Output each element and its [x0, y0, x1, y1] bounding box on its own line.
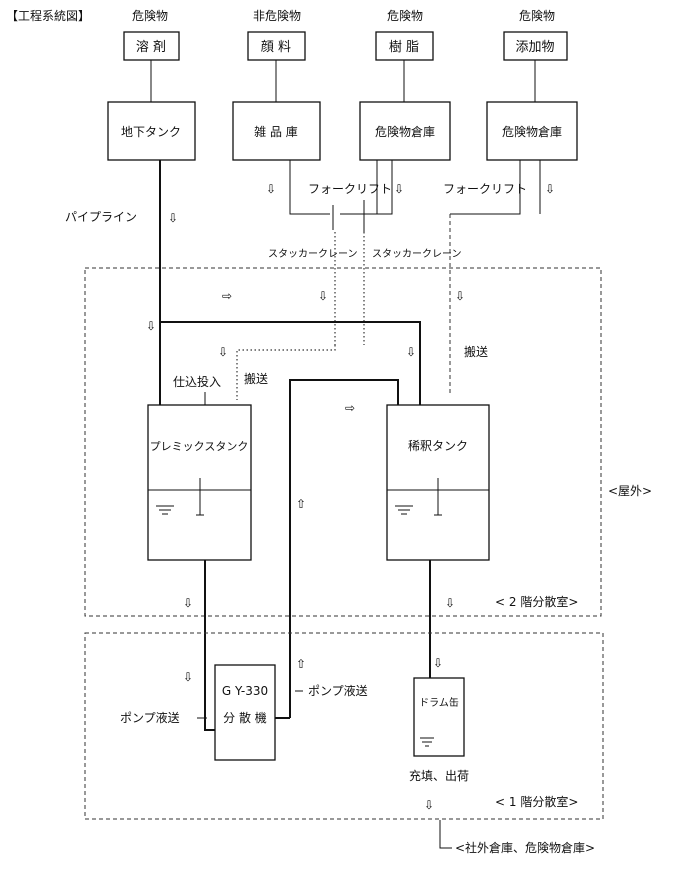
zone-outdoor-label: <屋外> [608, 484, 652, 498]
zone-floor1 [84, 632, 604, 820]
material-category-pigment: 非危険物 [253, 9, 301, 23]
drum-can: ドラム缶 [413, 677, 465, 757]
diagram-title: 【工程系統図】 [6, 8, 90, 23]
storage-label-hazmat-warehouse-1: 危険物倉庫 [375, 124, 435, 139]
flow-down-arrow-10: ⇩ [424, 798, 434, 812]
flow-right-arrow-1: ⇨ [222, 289, 232, 303]
flow-down-arrow-5: ⇩ [406, 345, 416, 359]
forklift-1-label: フォークリフト [308, 182, 392, 196]
flow-down-arrow-1: ⇩ [318, 289, 328, 303]
disperser-label-type: 分 散 機 [223, 710, 267, 725]
material-box-solvent: 溶 剤 [123, 31, 180, 61]
material-name-solvent: 溶 剤 [136, 39, 166, 55]
disperser-label-model: G Y-330 [222, 684, 268, 698]
material-name-resin: 樹 脂 [389, 40, 419, 55]
flow-down-arrow-9: ⇩ [183, 670, 193, 684]
storage-hazmat-warehouse-2: 危険物倉庫 [486, 101, 578, 161]
stacker-crane-2-label: スタッカークレーン [372, 248, 462, 260]
pump-label-right: ポンプ液送 [308, 683, 368, 698]
pipeline-label: パイプライン [65, 210, 137, 224]
flow-down-arrow-6: ⇩ [183, 596, 193, 610]
forklift-1-arrow-right: ⇩ [394, 182, 404, 196]
route-hazmat-1-right [360, 160, 393, 215]
material-name-additive: 添加物 [515, 40, 554, 55]
material-box-resin: 樹 脂 [375, 31, 434, 61]
fill-ship-label: 充填、出荷 [409, 768, 469, 783]
storage-label-underground-tank: 地下タンク [121, 125, 181, 139]
forklift-2-label: フォークリフト [443, 182, 527, 196]
route-misc-warehouse [289, 160, 330, 215]
disperser-gy330: G Y-330 分 散 機 [214, 664, 276, 761]
material-category-additive: 危険物 [519, 9, 555, 23]
forklift-2-arrow: ⇩ [545, 182, 555, 196]
material-name-pigment: 顔 料 [261, 40, 291, 55]
flow-down-arrow-7: ⇩ [445, 596, 455, 610]
flow-down-arrow-3: ⇩ [146, 319, 156, 333]
material-category-solvent: 危険物 [132, 9, 168, 23]
carry-label-left: 搬送 [244, 371, 268, 386]
material-category-resin: 危険物 [387, 9, 423, 23]
dilution-tank-label: 稀釈タンク [408, 439, 468, 453]
premix-tank: プレミックスタンク [147, 404, 252, 561]
material-box-pigment: 顔 料 [247, 31, 306, 61]
premix-tank-label: プレミックスタンク [150, 440, 249, 453]
flow-up-arrow-2: ⇧ [296, 657, 306, 671]
drum-label: ドラム缶 [419, 696, 459, 709]
storage-hazmat-warehouse-1: 危険物倉庫 [359, 101, 451, 161]
flow-up-arrow-1: ⇧ [296, 497, 306, 511]
stacker-crane-1-label: スタッカークレーン [268, 248, 358, 260]
forklift-1-arrow: ⇩ [266, 182, 276, 196]
route-hazmat-2-left [450, 160, 521, 215]
material-box-additive: 添加物 [503, 31, 568, 61]
crane-route-to-premix [236, 345, 336, 400]
storage-underground-tank: 地下タンク [107, 101, 196, 161]
dilution-tank: 稀釈タンク [386, 404, 490, 561]
storage-misc-warehouse: 雑 品 庫 [232, 101, 321, 161]
main-line-to-dilution [160, 321, 421, 405]
carry-label-right: 搬送 [464, 344, 488, 359]
charge-in-label: 仕込投入 [173, 374, 221, 389]
zone-floor2 [84, 267, 602, 617]
pipeline-down-arrow: ⇩ [168, 211, 178, 225]
storage-label-misc-warehouse: 雑 品 庫 [254, 124, 298, 139]
premix-outlet-line [204, 560, 215, 731]
flow-down-arrow-8: ⇩ [433, 656, 443, 670]
flow-right-arrow-2: ⇨ [345, 401, 355, 415]
destination-label: <社外倉庫、危険物倉庫> [455, 840, 595, 855]
pump-label-left: ポンプ液送 [120, 710, 180, 725]
zone-floor2-label: < 2 階分散室> [495, 594, 578, 609]
zone-floor1-label: < 1 階分散室> [495, 794, 578, 809]
flow-down-arrow-2: ⇩ [455, 289, 465, 303]
return-line-to-dilution [289, 379, 399, 718]
flow-down-arrow-4: ⇩ [218, 345, 228, 359]
destination-line [439, 820, 452, 849]
storage-label-hazmat-warehouse-2: 危険物倉庫 [502, 124, 562, 139]
